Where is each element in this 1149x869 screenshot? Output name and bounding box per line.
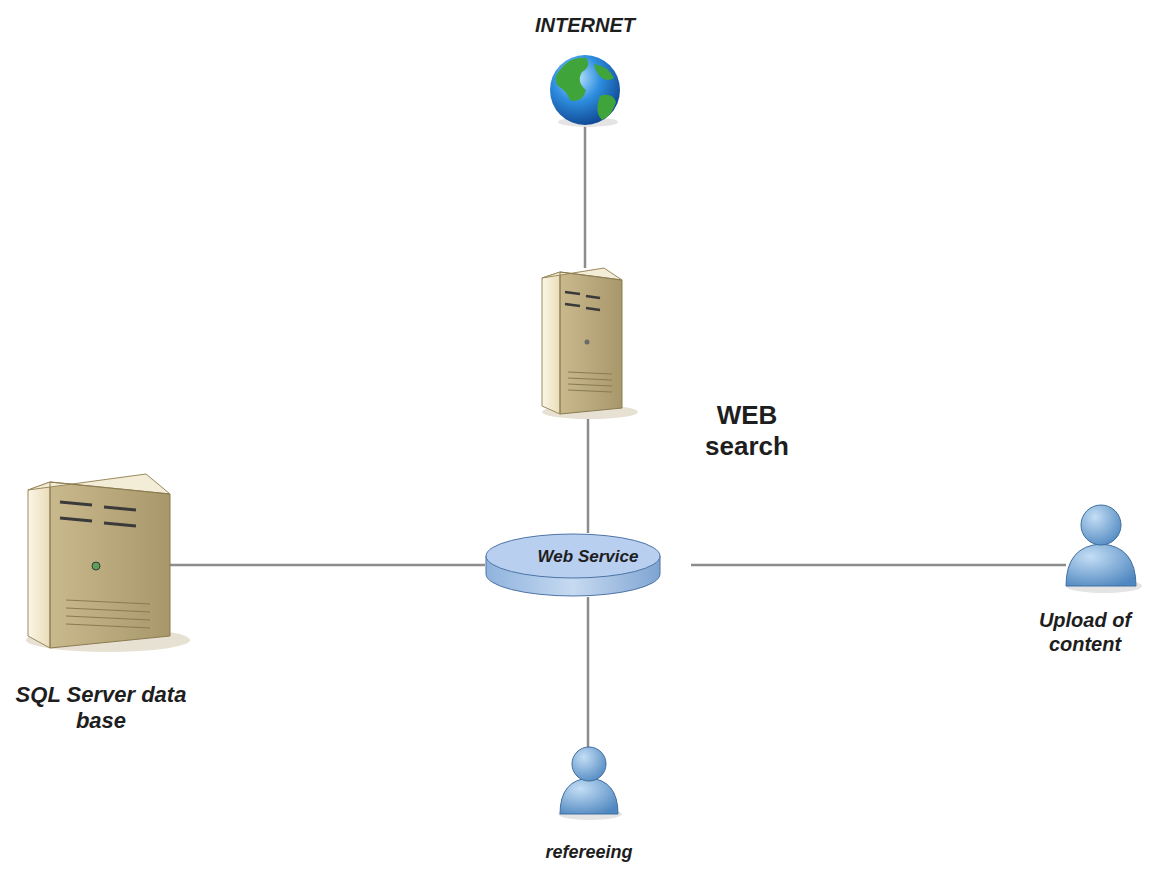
icon-caption: INTERNET xyxy=(505,13,665,37)
connector-line xyxy=(587,414,590,533)
icon-caption: SQL Server data base xyxy=(6,682,196,735)
connector-line xyxy=(170,564,485,567)
icon-caption: refereeing xyxy=(519,842,659,864)
service-disk: Web Service xyxy=(485,533,691,597)
user-icon xyxy=(558,747,622,820)
connector-line xyxy=(691,564,1066,567)
icon-node: Upload of content xyxy=(1066,505,1136,587)
icon-caption: Upload of content xyxy=(1025,608,1145,656)
node-label: Web Service xyxy=(485,547,691,567)
user-icon xyxy=(1066,505,1142,593)
connector-line xyxy=(584,125,587,268)
icon-node: SQL Server data base xyxy=(28,474,170,648)
icon-node: INTERNET xyxy=(550,55,620,125)
server-icon xyxy=(542,268,638,419)
icon-caption: WEB search xyxy=(692,400,802,462)
icon-node: WEB search xyxy=(542,268,622,414)
globe-icon xyxy=(550,55,620,127)
connector-line xyxy=(587,597,590,747)
icon-node: refereeing xyxy=(560,747,618,815)
database-server-icon xyxy=(26,474,190,652)
